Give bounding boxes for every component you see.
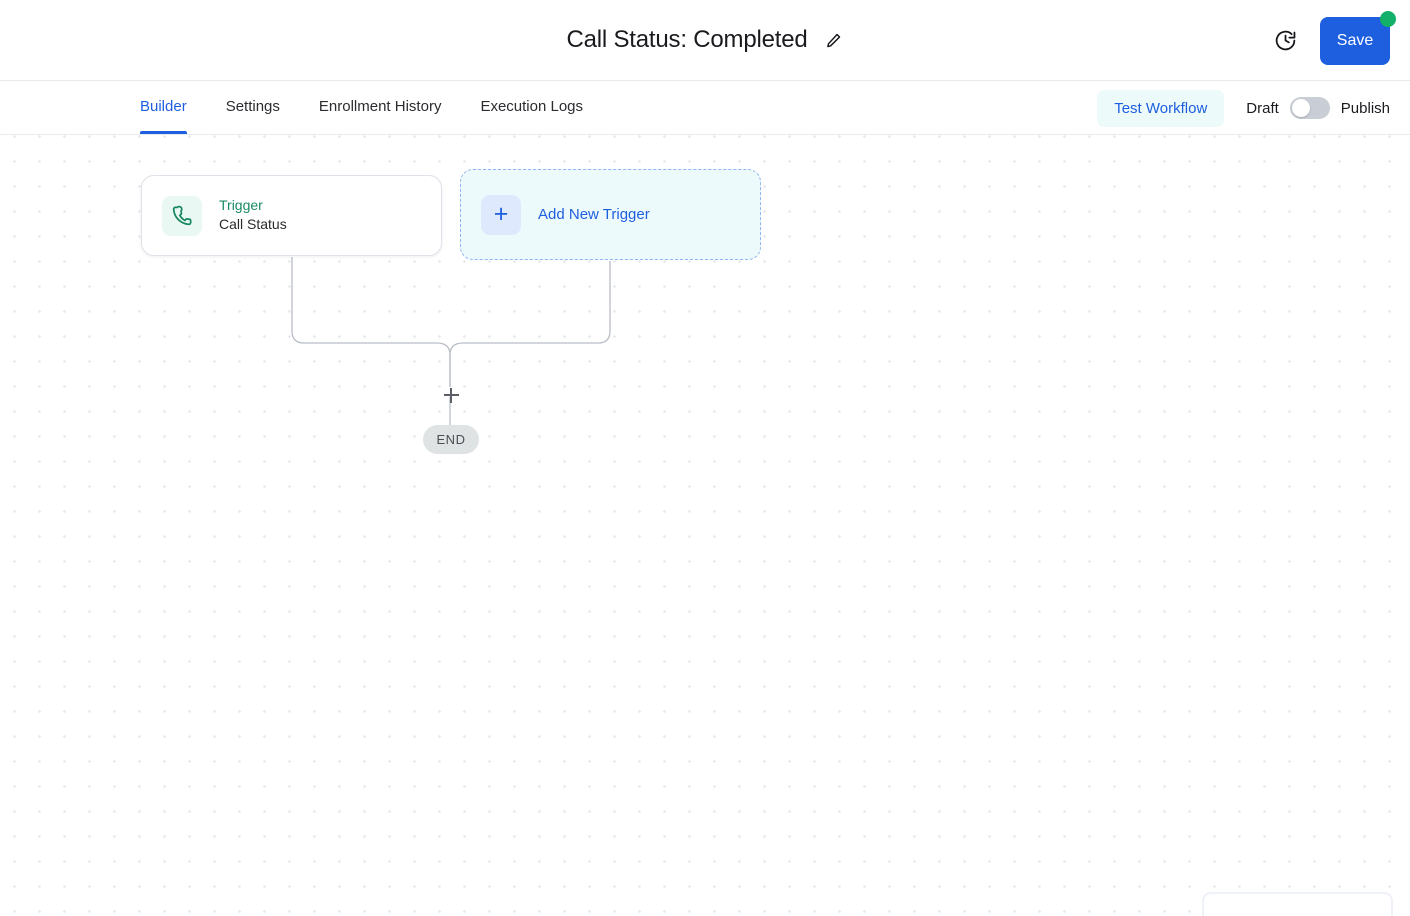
phone-icon <box>162 195 202 236</box>
trigger-node[interactable]: Trigger Call Status <box>141 175 442 256</box>
add-step-plus-icon[interactable] <box>443 387 459 403</box>
tab-builder-label: Builder <box>140 98 187 115</box>
tab-settings[interactable]: Settings <box>226 81 280 134</box>
toggle-knob <box>1291 99 1310 117</box>
trigger-node-text: Trigger Call Status <box>219 196 287 233</box>
clock-history-icon[interactable] <box>1272 28 1298 54</box>
pencil-icon[interactable] <box>824 30 844 50</box>
unsaved-changes-dot <box>1380 10 1396 27</box>
tab-bar: Builder Settings Enrollment History Exec… <box>0 81 1410 135</box>
plus-icon: + <box>481 194 521 235</box>
publish-toggle[interactable] <box>1289 97 1330 119</box>
trigger-node-name: Call Status <box>219 216 287 233</box>
tab-execution-logs[interactable]: Execution Logs <box>480 81 583 134</box>
plus-glyph: + <box>493 200 509 228</box>
end-node-label: END <box>436 432 466 447</box>
tab-settings-label: Settings <box>225 98 280 115</box>
save-button-label: Save <box>1336 31 1374 49</box>
trigger-node-kind: Trigger <box>219 196 263 213</box>
canvas-minimap[interactable] <box>1202 892 1393 916</box>
tab-execution-logs-label: Execution Logs <box>480 98 584 115</box>
draft-label: Draft <box>1246 99 1279 117</box>
tab-bar-actions: Test Workflow Draft Publish <box>1097 81 1390 135</box>
title-group: Call Status: Completed <box>566 26 843 54</box>
publish-label: Publish <box>1340 99 1390 117</box>
tab-builder[interactable]: Builder <box>140 81 187 134</box>
save-button[interactable]: Save <box>1320 10 1396 65</box>
tab-enrollment-history[interactable]: Enrollment History <box>319 81 442 134</box>
add-new-trigger-node[interactable]: + Add New Trigger <box>460 169 761 260</box>
tab-enrollment-history-label: Enrollment History <box>318 98 442 115</box>
add-new-trigger-label: Add New Trigger <box>538 206 650 223</box>
header-actions: Save <box>1272 0 1396 81</box>
test-workflow-label: Test Workflow <box>1114 99 1208 117</box>
page-title: Call Status: Completed <box>566 26 808 53</box>
workflow-canvas[interactable]: Trigger Call Status + Add New Trigger EN… <box>0 135 1410 916</box>
publish-toggle-group: Draft Publish <box>1246 97 1390 119</box>
app-header: Call Status: Completed Save <box>0 0 1410 81</box>
test-workflow-button[interactable]: Test Workflow <box>1097 89 1225 127</box>
end-node[interactable]: END <box>423 425 479 454</box>
